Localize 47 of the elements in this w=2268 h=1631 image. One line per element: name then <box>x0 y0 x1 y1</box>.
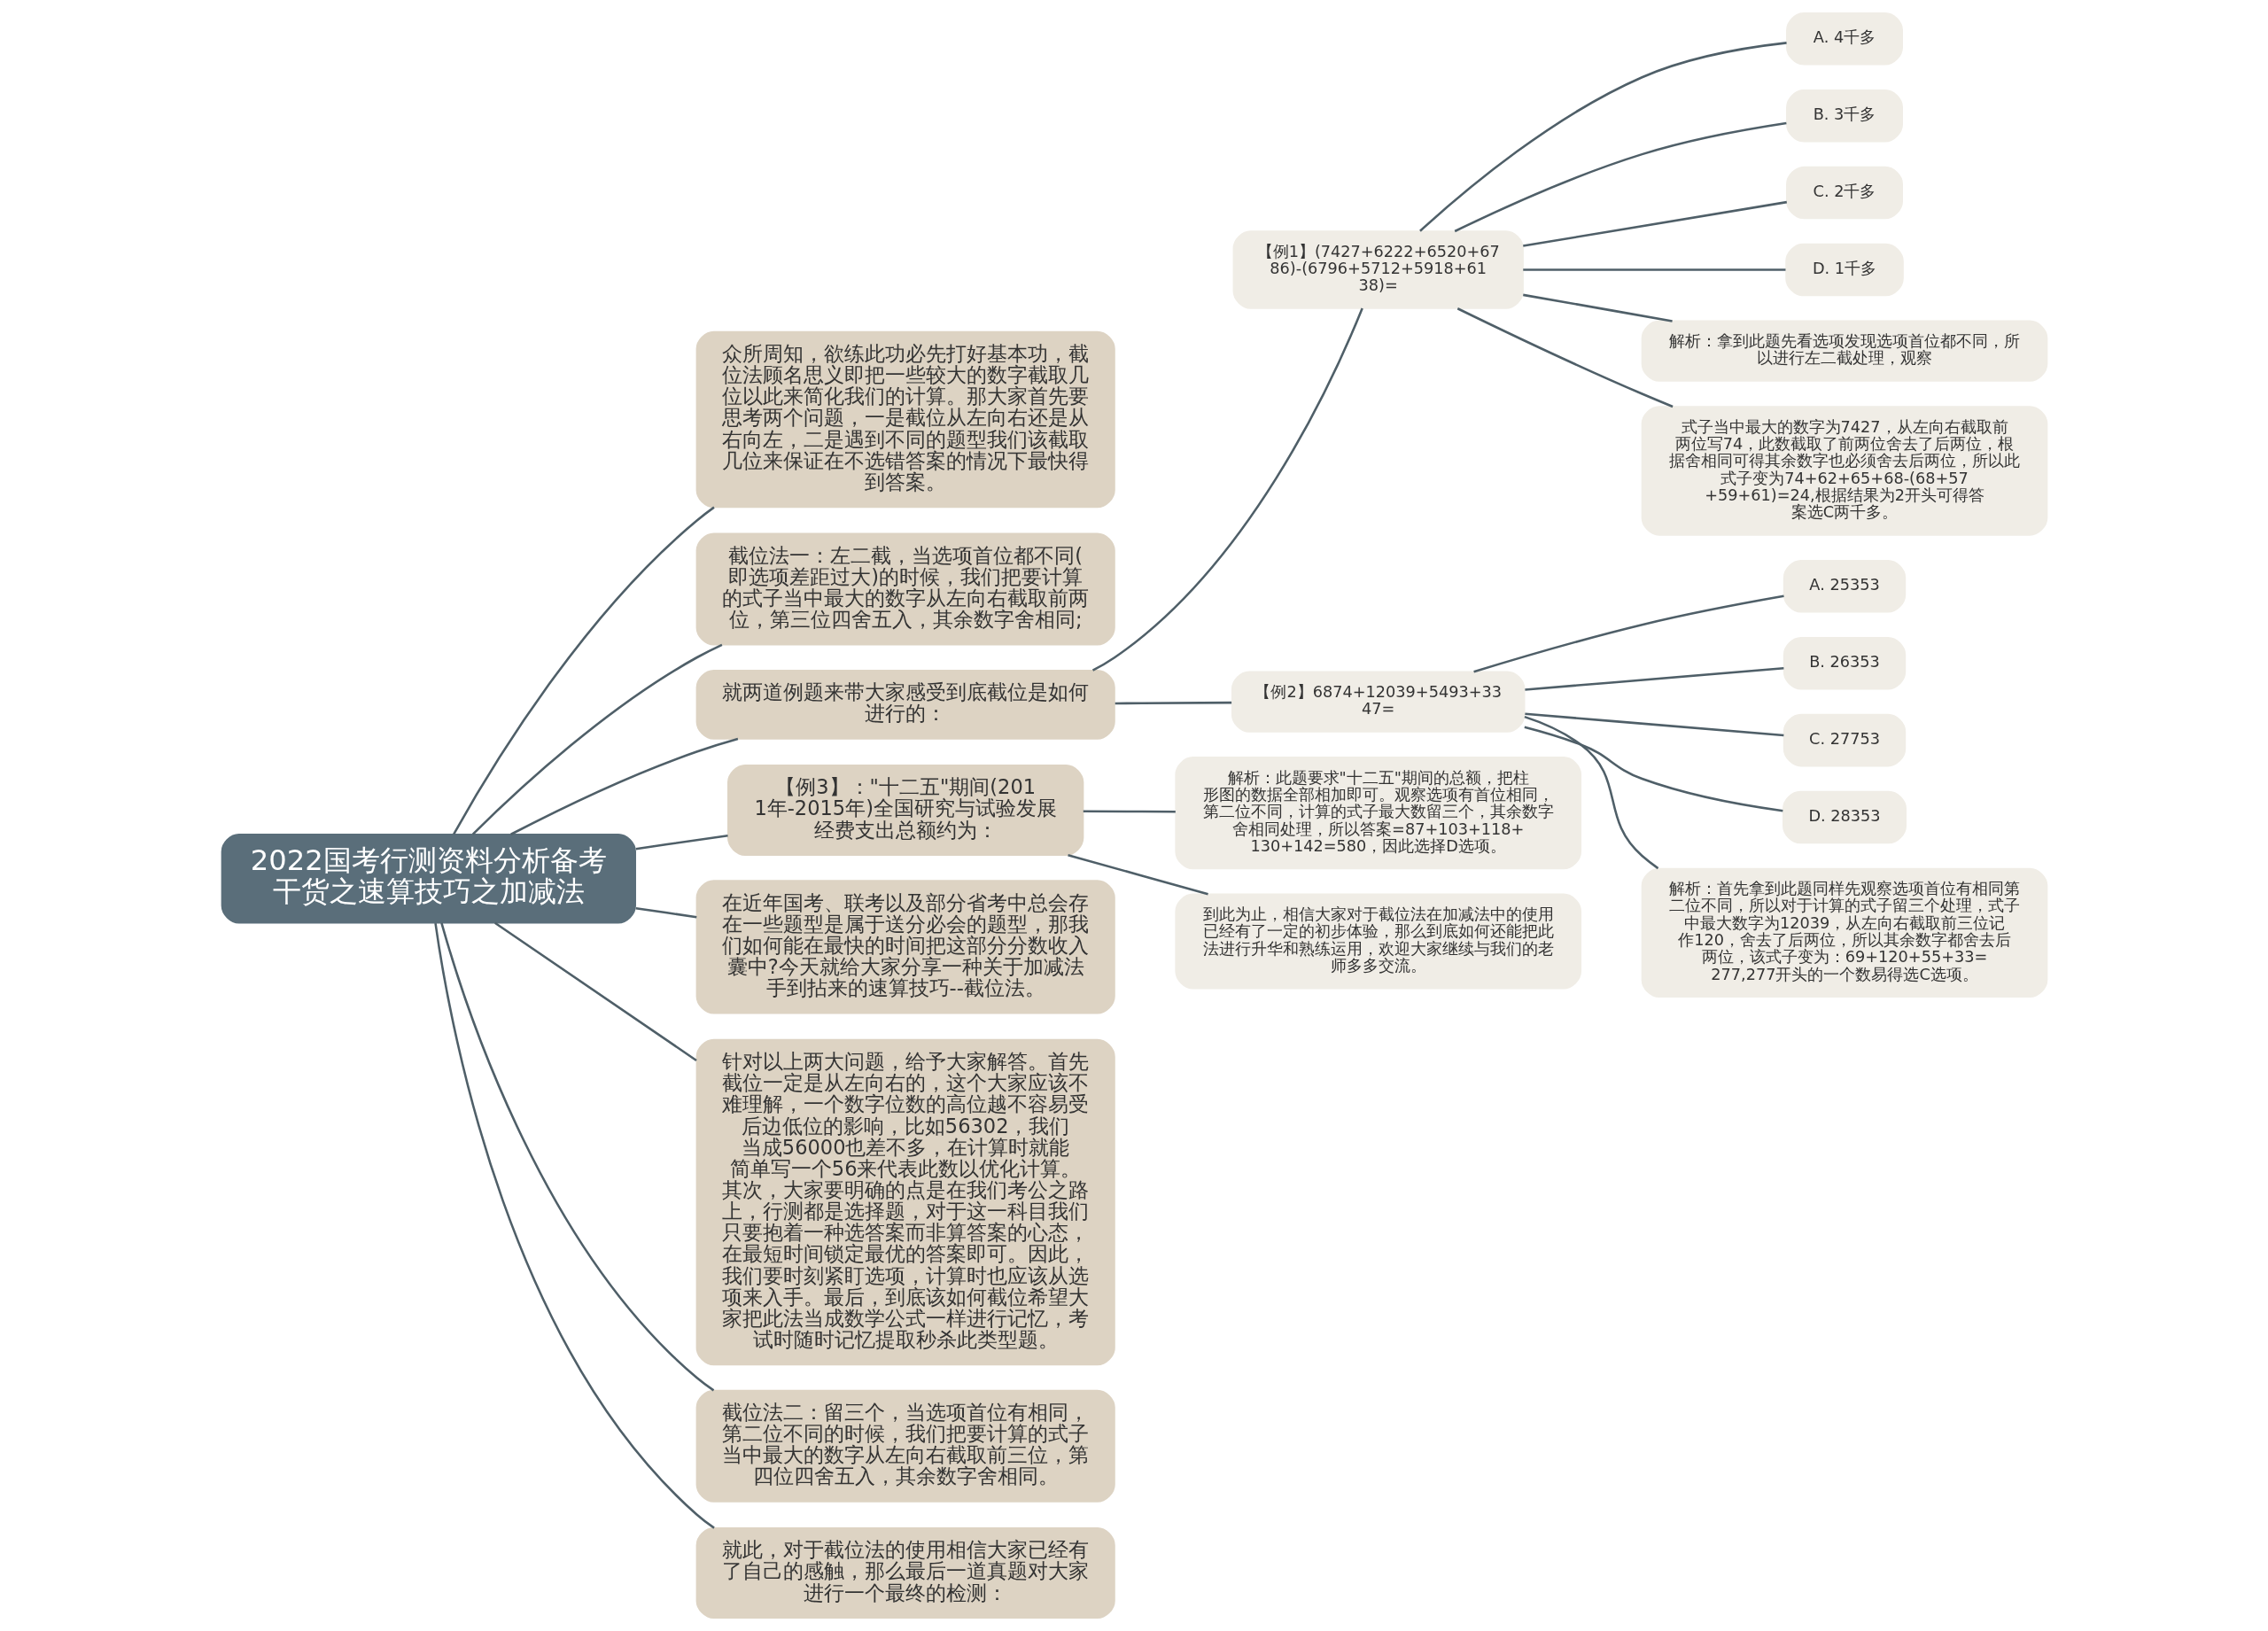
node-box: 就两道例题来带大家感受到底截位是如何进行的： <box>695 669 1115 740</box>
node-box: 2022国考行测资料分析备考干货之速算技巧之加减法 <box>221 834 636 924</box>
connector <box>1472 594 1784 673</box>
connector <box>452 506 715 835</box>
node-box: A. 4千多 <box>1785 12 1903 66</box>
node-box: A. 25353 <box>1783 560 1906 613</box>
node-box: 解析：首先拿到此题同样先观察选项首位有相同第二位不同，所以对于计算的式子留三个处理，式子中最大数字为12039，从左向右截取前三位记作120，舍去了后两位，所以其余数字都舍去后两位，该式子变为：69+120+55+33=277,277开头的一个数易得选C选项。 <box>1641 867 2047 998</box>
connector <box>1456 307 1674 408</box>
node-box: C. 2千多 <box>1785 166 1903 220</box>
connector <box>1522 293 1673 322</box>
node-box: B. 3千多 <box>1785 89 1903 143</box>
connector <box>1091 307 1363 672</box>
node-box: 式子当中最大的数字为7427，从左向右截取前两位写74，此数截取了前两位舍去了后两位，根据舍相同可得其余数字也必须舍去后两位，所以此式子变为74+62+65+68-(68+57+59+61)=24,根据结果为2开头可得答案选C两千多。 <box>1641 406 2047 536</box>
node-box: 【例2】6874+12039+5493+3347= <box>1231 671 1525 733</box>
connector <box>1418 42 1787 232</box>
connector <box>471 643 722 835</box>
connector <box>439 922 714 1392</box>
connector <box>1454 121 1787 233</box>
node-box: 到此为止，相信大家对于截位法在加减法中的使用已经有了一定的初步体验，那么到底如何还能把此法进行升华和熟练运用，欢迎大家继续与我们的老师多多交流。 <box>1174 893 1581 990</box>
connector <box>1522 268 1785 271</box>
connector <box>1115 701 1231 705</box>
connector <box>509 737 738 835</box>
node-box: 截位法一：左二截，当选项首位都不同(即选项差距过大)的时候，我们把要计算的式子当中最大的数字从左向右截取前两位，第三位四舍五入，其余数字舍相同; <box>695 532 1115 646</box>
connector <box>433 922 715 1529</box>
node-box: C. 27753 <box>1783 713 1906 767</box>
node-box: 【例1】(7427+6222+6520+6786)-(6796+5712+5918+6138)= <box>1232 230 1524 309</box>
node-box: 解析：此题要求"十二五"期间的总额，把柱形图的数据全部相加即可。观察选项有首位相同，第二位不同，计算的式子最大数留三个，其余数字舍相同处理，所以答案=87+103+118+130+142=580，因此选择D选项。 <box>1174 757 1581 870</box>
node-box: D. 28353 <box>1782 790 1907 844</box>
node-box: 在近年国考、联考以及部分省考中总会存在一些题型是属于送分必会的题型，那我们如何能在最快的时间把这部分分数收入囊中?今天就给大家分享一种关于加减法手到拈来的速算技巧--截位法。 <box>695 880 1115 1014</box>
connector <box>1523 726 1783 812</box>
node-box: 截位法二：留三个，当选项首位有相同，第二位不同的时候，我们把要计算的式子当中最大的数字从左向右截取前三位，第四位四舍五入，其余数字舍相同。 <box>695 1389 1115 1503</box>
connector <box>1522 200 1787 247</box>
connector <box>1083 810 1176 813</box>
node-box: B. 26353 <box>1783 636 1906 690</box>
connector <box>1067 853 1208 896</box>
node-box: D. 1千多 <box>1784 243 1904 297</box>
node-box: 解析：拿到此题先看选项发现选项首位都不同，所以进行左二截处理，观察 <box>1641 320 2047 382</box>
node-box: 就此，对于截位法的使用相信大家已经有了自己的感触，那么最后一道真题对大家进行一个最终的检测： <box>695 1527 1115 1619</box>
connector <box>1524 715 1658 870</box>
connector <box>635 834 728 850</box>
node-box: 【例3】："十二五"期间(2011年-2015年)全国研究与试验发展经费支出总额约为： <box>726 764 1084 856</box>
connector <box>493 921 697 1061</box>
node-box: 针对以上两大问题，给予大家解答。首先截位一定是从左向右的，这个大家应该不难理解，一个数字位数的高位越不容易受后边低位的影响，比如56302，我们当成56000也差不多，在计算时就能简单写一个56来代表此数以优化计算。其次，大家要明确的点是在我们考公之路上，行测都是选择题，对于这一科目我们只要抱着一种选答案而非算答案的心态，在最短时间锁定最优的答案即可。因此，我们要时刻紧盯选项，计算时也应该从选项来入手。最后，到底该如何截位希望大家把此法当成数学公式一样进行记忆，考试时随时记忆提取秒杀此类型题。 <box>695 1038 1115 1366</box>
connector <box>635 907 696 919</box>
connector <box>1524 666 1783 691</box>
connector <box>1524 712 1783 737</box>
node-box: 众所周知，欲练此功必先打好基本功，截位法顾名思义即把一些较大的数字截取几位以此来简化我们的计算。那大家首先要思考两个问题，一是截位从左向右还是从右向左，二是遇到不同的题型我们该截取几位来保证在不选错答案的情况下最快得到答案。 <box>695 330 1115 509</box>
